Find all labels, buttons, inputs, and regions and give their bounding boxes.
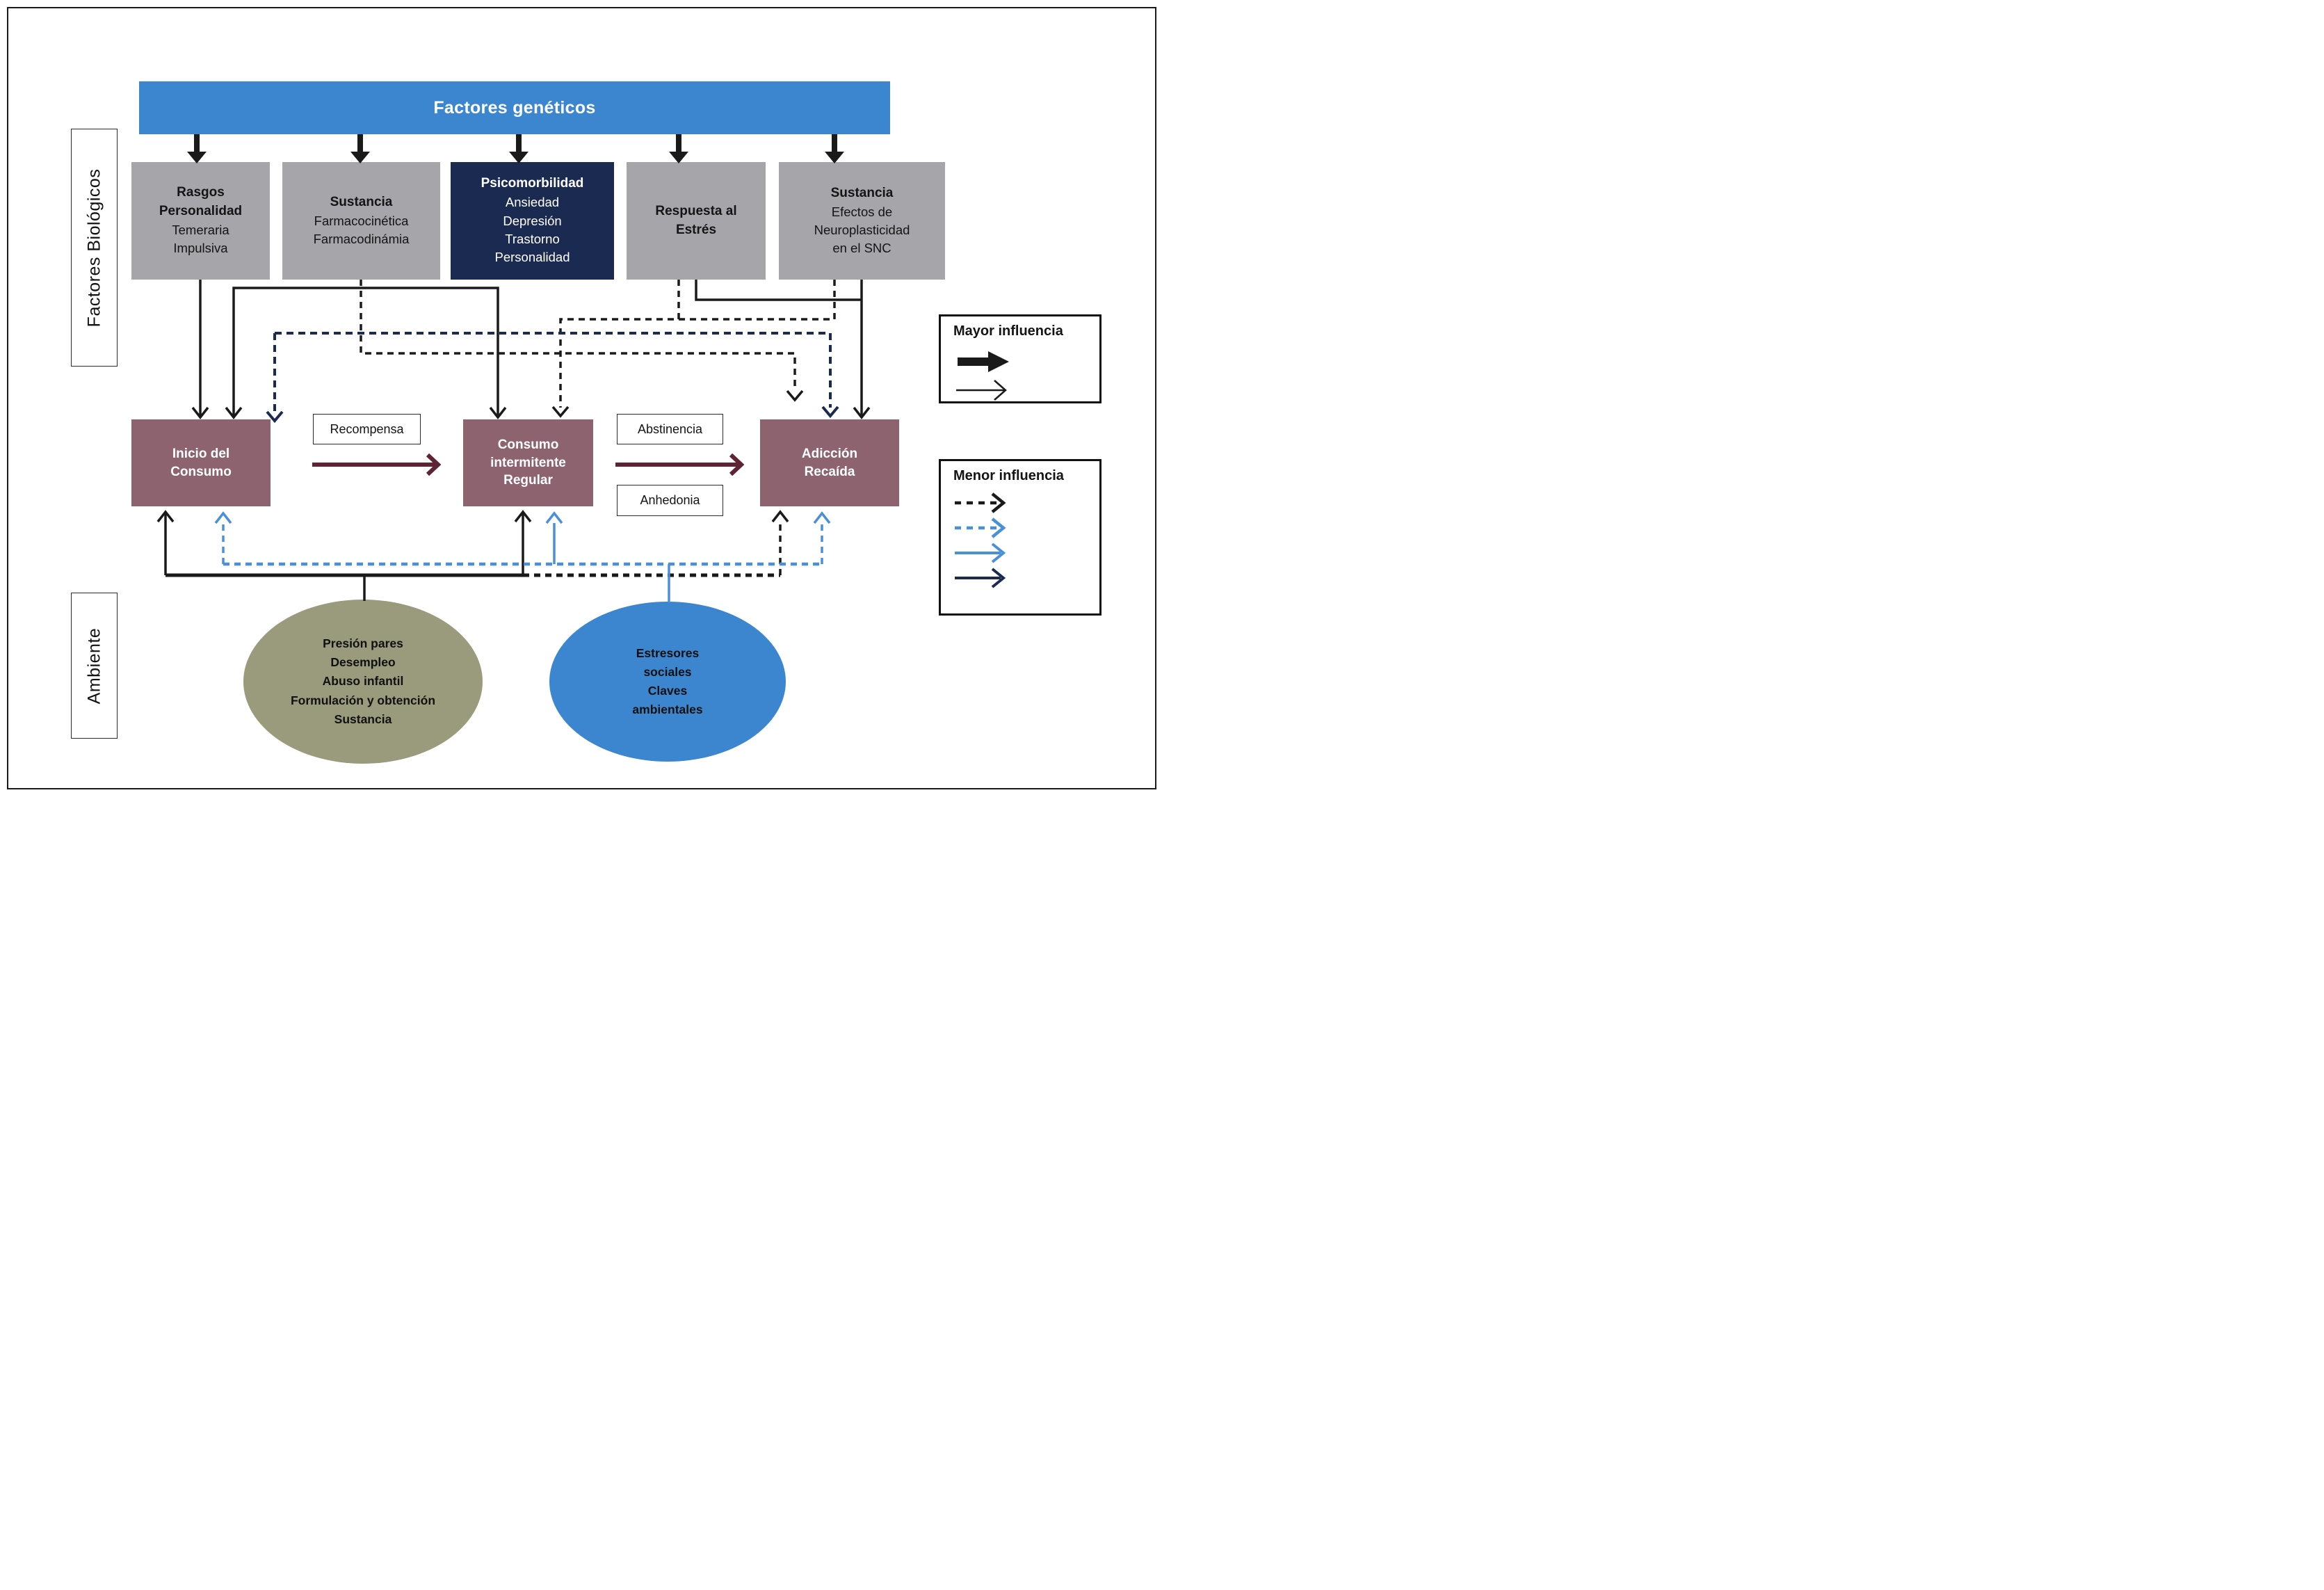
ellipse-estresores-sociales: Estresores sociales Claves ambientales (549, 602, 786, 762)
box-line: Impulsiva (173, 241, 228, 256)
box-line: en el SNC (832, 241, 891, 256)
box-line: Depresión (503, 213, 562, 228)
box-line: Respuesta al (655, 203, 737, 218)
box-line: Recaída (804, 464, 855, 479)
box-line: Personalidad (159, 204, 243, 219)
stage-box-inicio-del-consumo: Inicio del Consumo (131, 419, 271, 506)
ellipse-line: Desempleo (330, 655, 396, 670)
ellipse-line: Sustancia (334, 712, 392, 726)
factor-box-psicomorbilidad: Psicomorbilidad Ansiedad Depresión Trast… (451, 162, 614, 280)
legend-menor-influencia: Menor influencia (939, 459, 1102, 616)
stage-box-adiccion-recaida: Adicción Recaída (760, 419, 899, 506)
ellipse-line: Formulación y obtención (290, 693, 436, 707)
box-line: Efectos de (831, 204, 893, 219)
box-line: Neuroplasticidad (814, 222, 910, 237)
blue-solid-arrow-icon (955, 543, 1006, 563)
factor-box-respuesta-al-estres: Respuesta al Estrés (627, 162, 766, 280)
box-line: Psicomorbilidad (481, 176, 584, 191)
box-line: Temeraria (172, 223, 229, 238)
genetic-factors-banner: Factores genéticos (139, 81, 890, 134)
side-label-factores-biologicos: Factores Biológicos (71, 129, 118, 367)
navy-solid-arrow-icon (955, 568, 1006, 588)
box-line: Sustancia (330, 194, 393, 209)
box-line: Ansiedad (505, 195, 560, 210)
ellipse-ambiente-social: Presión pares Desempleo Abuso infantil F… (243, 600, 483, 764)
stage-box-consumo-intermitente: Consumo intermitente Regular (463, 419, 593, 506)
outer-frame (7, 7, 1156, 789)
box-line: Adicción (801, 446, 858, 461)
legend-title: Mayor influencia (953, 323, 1063, 339)
ellipse-line: Claves (647, 684, 688, 698)
factor-box-sustancia-neuroplasticidad: Sustancia Efectos de Neuroplasticidad en… (779, 162, 945, 280)
legend-title: Menor influencia (953, 468, 1064, 483)
thick-solid-arrow-icon (958, 351, 1009, 372)
box-line: Inicio del (172, 446, 230, 461)
factor-box-sustancia-farmacocinetica: Sustancia Farmacocinética Farmacodinámia (282, 162, 440, 280)
box-line: intermitente (490, 455, 566, 470)
box-line: Personalidad (494, 250, 570, 265)
black-dashed-arrow-icon (955, 492, 1006, 513)
ellipse-line: Abuso infantil (322, 674, 404, 689)
factor-box-rasgos-personalidad: Rasgos Personalidad Temeraria Impulsiva (131, 162, 270, 280)
diagram-canvas: Factores genéticos Factores Biológicos A… (0, 0, 1162, 795)
blue-dashed-arrow-icon (955, 517, 1006, 538)
label-abstinencia: Abstinencia (617, 414, 723, 444)
ellipse-line: Presión pares (323, 636, 403, 651)
label-anhedonia: Anhedonia (617, 485, 723, 516)
side-label-text: Factores Biológicos (84, 168, 104, 327)
side-label-ambiente: Ambiente (71, 593, 118, 739)
side-label-text: Ambiente (84, 627, 104, 704)
box-line: Farmacocinética (314, 213, 409, 228)
ellipse-line: sociales (643, 664, 692, 679)
legend-mayor-influencia: Mayor influencia (939, 314, 1102, 403)
thin-solid-arrow-icon (956, 380, 1007, 401)
box-line: Consumo (497, 437, 559, 453)
box-line: Consumo (170, 464, 232, 479)
box-line: Sustancia (830, 185, 894, 200)
ellipse-line: Estresores (636, 645, 700, 660)
box-line: Farmacodinámia (313, 231, 410, 246)
label-recompensa: Recompensa (313, 414, 421, 444)
box-line: Rasgos (177, 185, 225, 200)
ellipse-line: ambientales (632, 702, 703, 717)
box-line: Estrés (675, 222, 717, 237)
box-line: Trastorno (505, 231, 560, 246)
box-line: Regular (503, 473, 553, 488)
